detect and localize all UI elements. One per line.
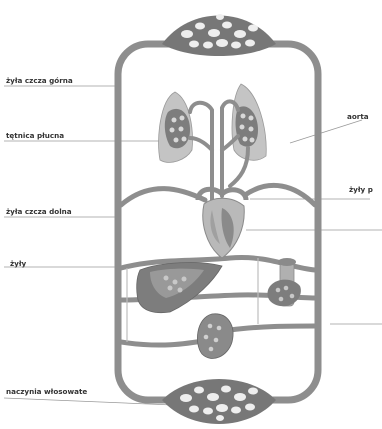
- label-zyly-plucne: żyły p: [349, 185, 373, 194]
- vessel-kidney-left: [121, 340, 210, 345]
- vessel-upper-right: [245, 185, 315, 205]
- top-capillary-bed: [162, 14, 276, 56]
- label-tetnica-plucna: tętnica płucna: [6, 131, 64, 140]
- liver: [137, 263, 222, 313]
- kidney: [197, 314, 233, 359]
- vessel-upper-left: [121, 189, 205, 205]
- pulmonary-vessel-a: [190, 103, 212, 200]
- label-zyla-czcza-dolna: żyła czcza dolna: [6, 207, 72, 216]
- bottom-capillary-bed: [162, 379, 276, 424]
- left-lung: [159, 92, 193, 162]
- vessel-kidney-right: [230, 326, 315, 330]
- pulmonary-vessel-d: [190, 138, 212, 150]
- leader-aorta: [290, 120, 362, 143]
- label-aorta: aorta: [347, 112, 369, 121]
- label-naczynia-wlosowate: naczynia włosowate: [6, 387, 87, 396]
- label-zyly: żyły: [10, 259, 26, 268]
- label-zyla-czcza-gorna: żyła czcza górna: [6, 76, 73, 85]
